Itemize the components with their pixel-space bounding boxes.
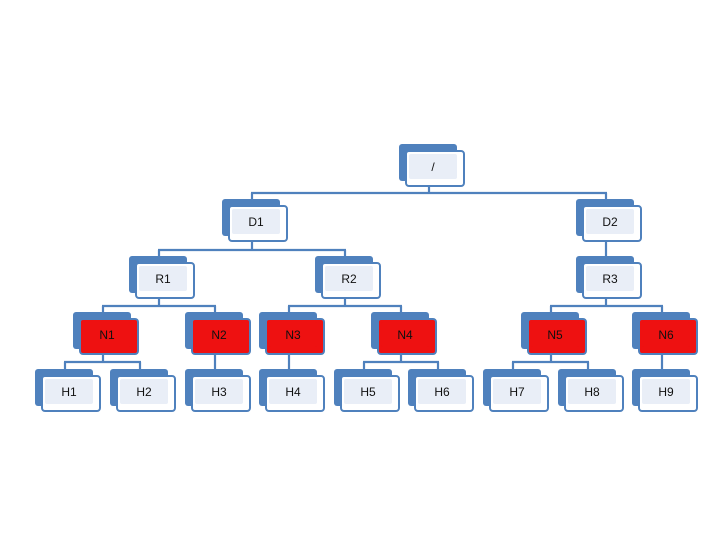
node-label: H4 — [269, 379, 317, 404]
node-label: N6 — [642, 322, 690, 347]
node-n6: N6 — [632, 312, 698, 355]
node-r1: R1 — [129, 256, 195, 299]
node-h7: H7 — [483, 369, 549, 412]
node-h6: H6 — [408, 369, 474, 412]
node-label: / — [409, 154, 457, 179]
node-n1: N1 — [73, 312, 139, 355]
node-h5: H5 — [334, 369, 400, 412]
node-h1: H1 — [35, 369, 101, 412]
node-label: N3 — [269, 322, 317, 347]
node-label: H3 — [195, 379, 243, 404]
node-label: R3 — [586, 266, 634, 291]
node-label: R2 — [325, 266, 373, 291]
node-r3: R3 — [576, 256, 642, 299]
node-h4: H4 — [259, 369, 325, 412]
node-n3: N3 — [259, 312, 325, 355]
node-h9: H9 — [632, 369, 698, 412]
node-label: N5 — [531, 322, 579, 347]
node-r2: R2 — [315, 256, 381, 299]
node-n5: N5 — [521, 312, 587, 355]
node-d2: D2 — [576, 199, 642, 242]
node-label: H9 — [642, 379, 690, 404]
node-n4: N4 — [371, 312, 437, 355]
node-label: D2 — [586, 209, 634, 234]
node-d1: D1 — [222, 199, 288, 242]
node-label: H6 — [418, 379, 466, 404]
node-h8: H8 — [558, 369, 624, 412]
node-label: N1 — [83, 322, 131, 347]
node-label: H5 — [344, 379, 392, 404]
node-label: N2 — [195, 322, 243, 347]
node-root: / — [399, 144, 465, 187]
node-n2: N2 — [185, 312, 251, 355]
node-label: N4 — [381, 322, 429, 347]
node-h3: H3 — [185, 369, 251, 412]
node-label: D1 — [232, 209, 280, 234]
node-label: H8 — [568, 379, 616, 404]
node-label: H2 — [120, 379, 168, 404]
node-label: R1 — [139, 266, 187, 291]
node-label: H1 — [45, 379, 93, 404]
node-h2: H2 — [110, 369, 176, 412]
node-label: H7 — [493, 379, 541, 404]
